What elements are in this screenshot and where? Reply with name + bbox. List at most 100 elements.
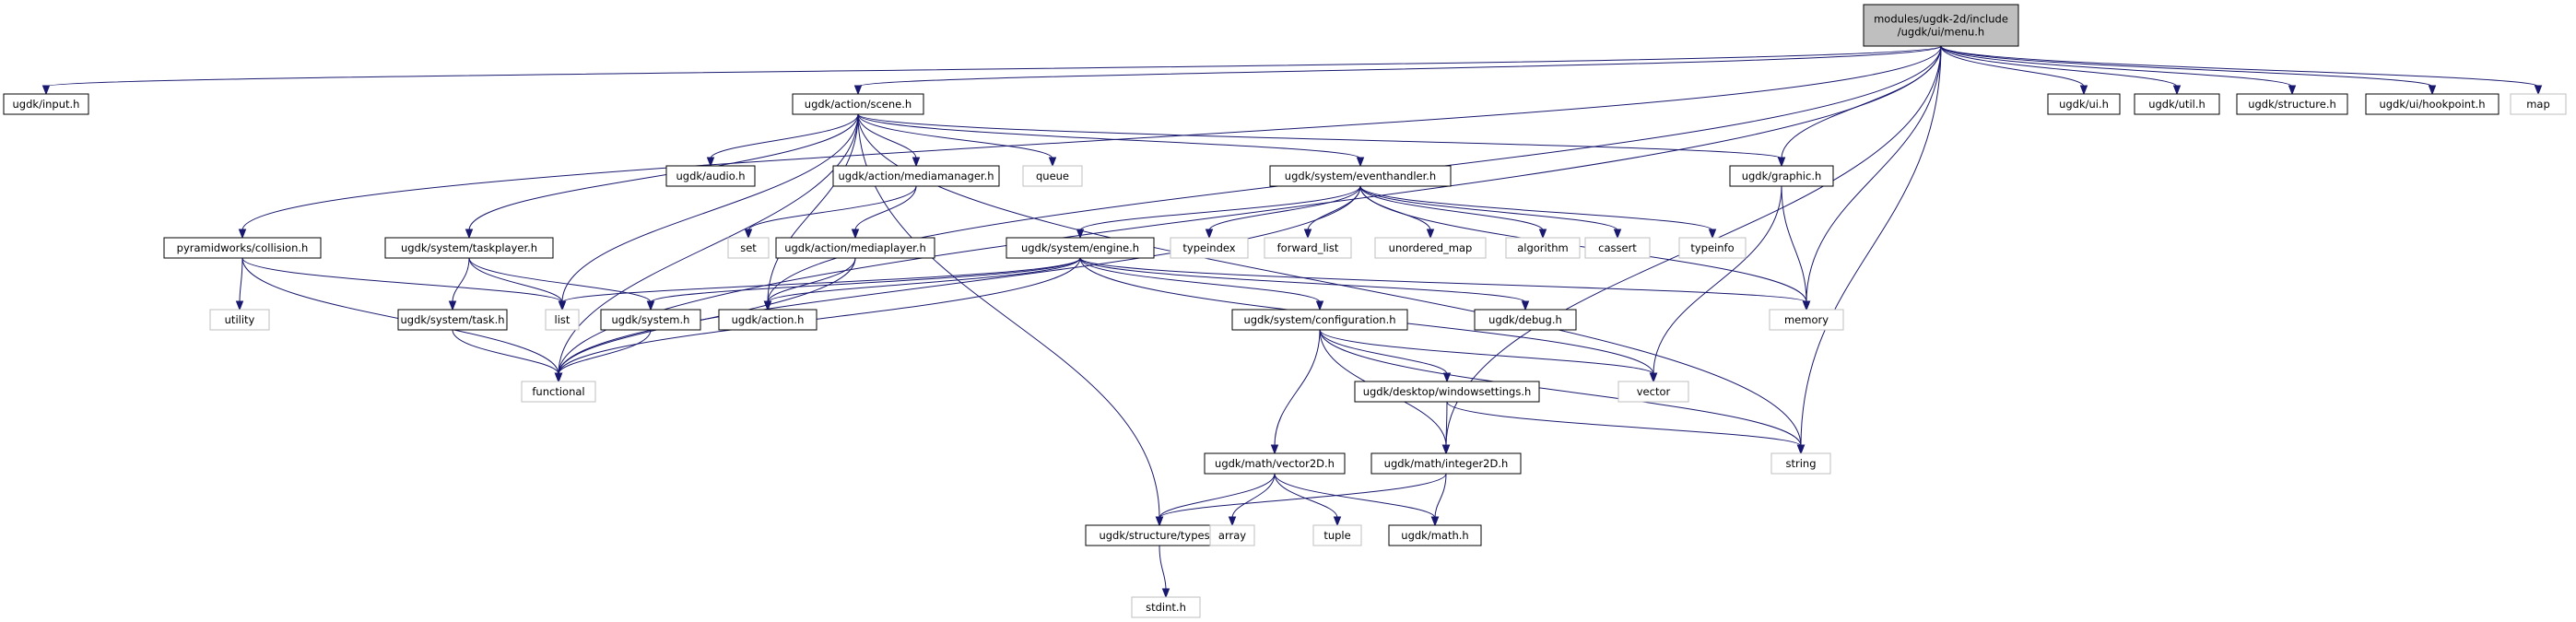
node-label: string: [1785, 457, 1816, 470]
edge-arrowhead: [1777, 157, 1786, 168]
node-stdint[interactable]: stdint.h: [1131, 596, 1201, 618]
node-typeindex[interactable]: typeindex: [1170, 237, 1249, 259]
edge-line: [1434, 473, 1447, 519]
node-forward-list[interactable]: forward_list: [1264, 237, 1352, 259]
node-audio[interactable]: ugdk/audio.h: [665, 165, 756, 187]
node-functional[interactable]: functional: [521, 381, 596, 403]
edge-line: [452, 257, 470, 303]
node-memory[interactable]: memory: [1769, 309, 1844, 331]
edge-arrowhead: [646, 300, 655, 311]
node-label: ugdk/action.h: [732, 313, 805, 326]
node-box: [1170, 237, 1249, 259]
node-typeinfo[interactable]: typeinfo: [1678, 237, 1747, 259]
edge-line: [1319, 329, 1654, 375]
node-math[interactable]: ugdk/math.h: [1388, 524, 1482, 546]
edge-arrowhead: [1333, 516, 1342, 527]
edge-line: [1445, 401, 1448, 447]
node-util[interactable]: ugdk/util.h: [2134, 93, 2220, 115]
edge-arrowhead: [1538, 229, 1547, 240]
node-cassert[interactable]: cassert: [1584, 237, 1651, 259]
edge-line: [1319, 329, 1448, 375]
node-queue[interactable]: queue: [1022, 165, 1083, 187]
edge-arrowhead: [1155, 516, 1164, 527]
node-algorithm[interactable]: algorithm: [1505, 237, 1581, 259]
node-graphic[interactable]: ugdk/graphic.h: [1729, 165, 1834, 187]
edge-line: [767, 113, 859, 303]
node-label: ugdk/input.h: [13, 98, 80, 111]
node-label: list: [555, 313, 570, 326]
node-array[interactable]: array: [1209, 524, 1255, 546]
node-mediamanager[interactable]: ugdk/action/mediamanager.h: [832, 165, 1000, 187]
node-mediaplayer[interactable]: ugdk/action/mediaplayer.h: [775, 237, 935, 259]
node-unordered-map[interactable]: unordered_map: [1374, 237, 1487, 259]
node-integer2d[interactable]: ugdk/math/integer2D.h: [1370, 452, 1522, 475]
node-label: ugdk/structure.h: [2248, 98, 2336, 111]
node-box: [209, 309, 270, 331]
node-utility[interactable]: utility: [209, 309, 270, 331]
node-label: ugdk/ui/hookpoint.h: [2379, 98, 2485, 111]
node-configuration[interactable]: ugdk/system/configuration.h: [1231, 309, 1408, 331]
edge-line: [1940, 45, 2293, 88]
node-system-h[interactable]: ugdk/system.h: [600, 309, 701, 331]
node-label: unordered_map: [1389, 241, 1473, 254]
edge-taskplayer-to-task: [448, 257, 470, 311]
node-label: ugdk/system/eventhandler.h: [1285, 170, 1436, 182]
edge-arrowhead: [558, 300, 567, 311]
node-scene[interactable]: ugdk/action/scene.h: [792, 93, 924, 115]
edge-arrowhead: [41, 85, 51, 96]
node-string[interactable]: string: [1770, 452, 1831, 475]
node-box: [1131, 596, 1201, 618]
node-box: [1209, 524, 1255, 546]
edge-line: [241, 45, 1942, 231]
edge-arrowhead: [1521, 300, 1530, 311]
node-label: algorithm: [1517, 241, 1569, 254]
edge-line: [1940, 45, 2539, 88]
node-vector[interactable]: vector: [1617, 381, 1689, 403]
node-input[interactable]: ugdk/input.h: [3, 93, 89, 115]
node-ui[interactable]: ugdk/ui.h: [2047, 93, 2121, 115]
node-label: queue: [1036, 170, 1069, 182]
edge-menu-to-ui: [1940, 45, 2088, 96]
edge-windowsettings-to-string: [1446, 401, 1806, 455]
edge-engine-to-list: [558, 257, 1081, 311]
edge-arrowhead: [1303, 229, 1312, 240]
node-engine[interactable]: ugdk/system/engine.h: [1006, 237, 1155, 259]
node-label: forward_list: [1277, 241, 1339, 254]
node-types[interactable]: ugdk/structure/types.h: [1085, 524, 1234, 546]
edge-line: [452, 329, 559, 375]
edge-line: [1319, 329, 1802, 447]
node-taskplayer[interactable]: ugdk/system/taskplayer.h: [384, 237, 554, 259]
node-debug[interactable]: ugdk/debug.h: [1474, 309, 1577, 331]
edge-eventhandler-to-algorithm: [1359, 185, 1547, 240]
edge-engine-to-action: [763, 257, 1081, 311]
node-windowsettings[interactable]: ugdk/desktop/windowsettings.h: [1354, 381, 1540, 403]
edge-line: [857, 113, 1053, 159]
edge-vector2d-to-array: [1228, 473, 1276, 527]
node-tuple[interactable]: tuple: [1312, 524, 1362, 546]
node-task[interactable]: ugdk/system/task.h: [397, 309, 508, 331]
node-structure[interactable]: ugdk/structure.h: [2236, 93, 2348, 115]
node-box: [2365, 93, 2500, 115]
node-label: array: [1218, 529, 1246, 542]
node-eventhandler[interactable]: ugdk/system/eventhandler.h: [1269, 165, 1452, 187]
edge-arrowhead: [1796, 444, 1806, 455]
node-box: [3, 93, 89, 115]
node-box: [1729, 165, 1834, 187]
node-box: [1022, 165, 1083, 187]
node-label: ugdk/system.h: [612, 313, 690, 326]
node-action[interactable]: ugdk/action.h: [718, 309, 817, 331]
edge-menu-to-functional: [554, 45, 1942, 383]
node-list[interactable]: list: [545, 309, 580, 331]
node-map[interactable]: map: [2510, 93, 2567, 115]
node-box: [718, 309, 817, 331]
node-layer: modules/ugdk-2d/include/ugdk/ui/menu.h ug…: [3, 4, 2567, 618]
node-menu[interactable]: modules/ugdk-2d/include/ugdk/ui/menu.h: [1863, 4, 2019, 47]
edge-line: [241, 257, 563, 303]
node-label: typeinfo: [1690, 241, 1734, 254]
node-set[interactable]: set: [727, 237, 770, 259]
node-hookpoint[interactable]: ugdk/ui/hookpoint.h: [2365, 93, 2500, 115]
node-collision[interactable]: pyramidworks/collision.h: [163, 237, 322, 259]
node-vector2d[interactable]: ugdk/math/vector2D.h: [1204, 452, 1346, 475]
node-box: [1269, 165, 1452, 187]
